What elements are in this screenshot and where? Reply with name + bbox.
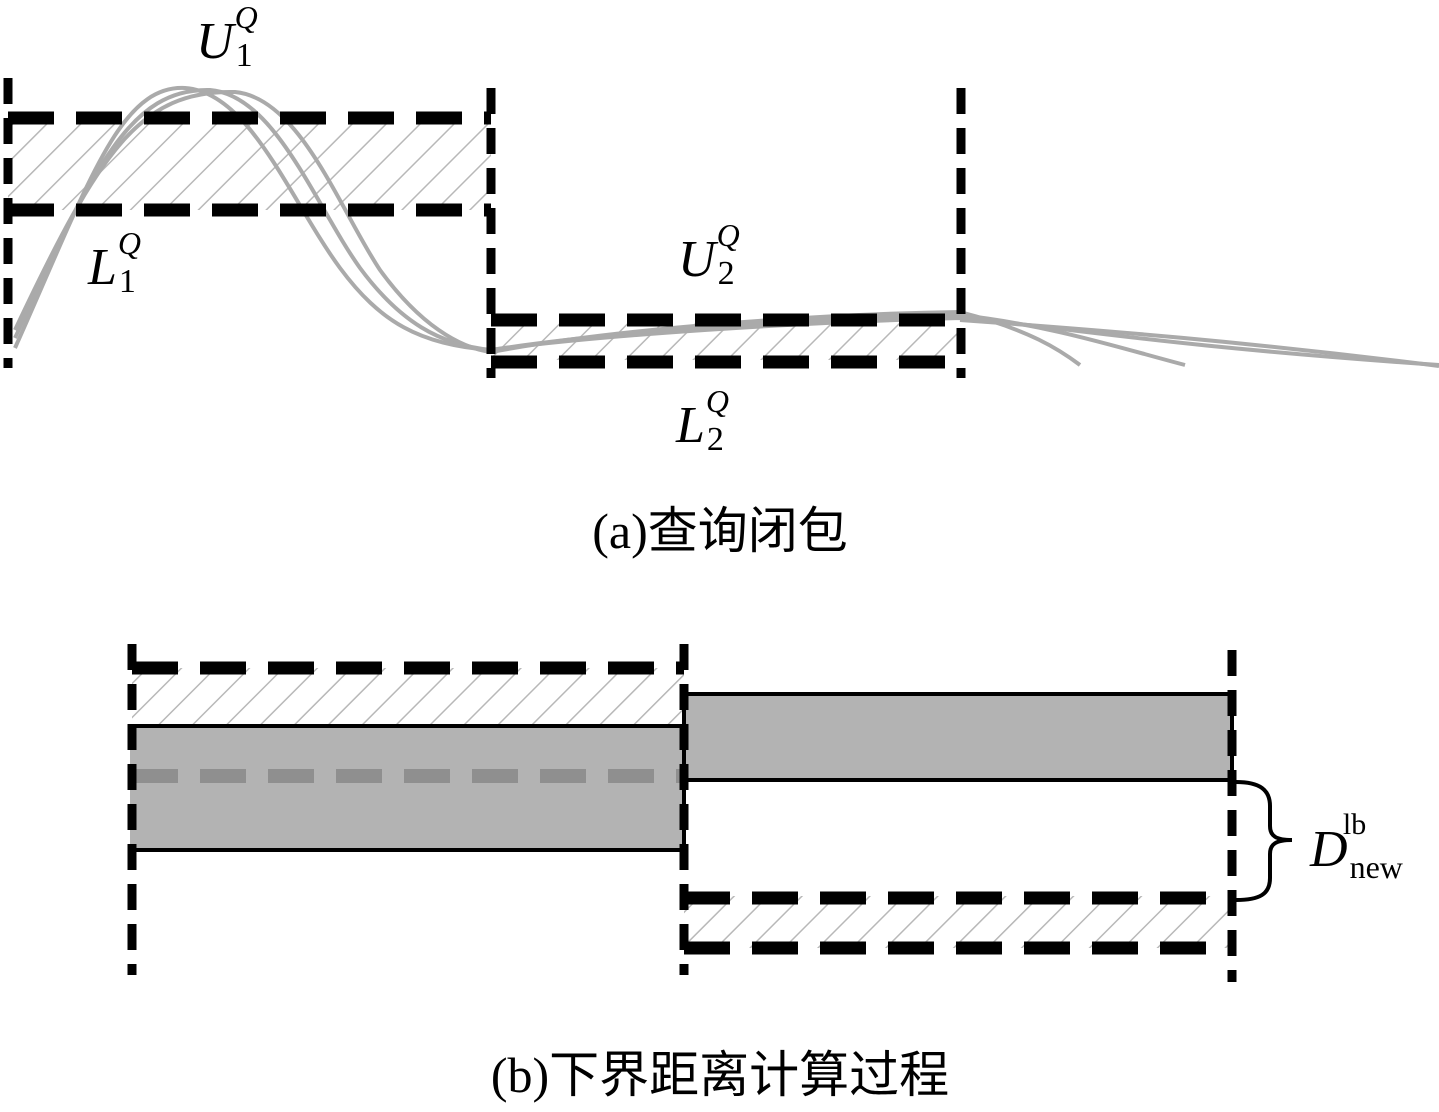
query-envelope-region-2 xyxy=(684,896,1232,948)
label-L2: L2Q xyxy=(675,383,729,458)
caption-b: (b)下界距离计算过程 xyxy=(491,1047,949,1103)
label-D-new-lb: Dnewlb xyxy=(1309,808,1403,885)
candidate-band-2 xyxy=(682,692,1234,782)
envelope-lines xyxy=(8,111,961,369)
label-U2: U2Q xyxy=(678,217,740,292)
label-U1: U1Q xyxy=(196,0,258,74)
envelope-region-1 xyxy=(8,118,491,210)
series-curves xyxy=(13,85,1439,368)
caption-a: (a)查询闭包 xyxy=(592,503,848,559)
segment-boundaries xyxy=(3,78,966,378)
panel-a: U1Q L1Q U2Q L2Q (a)查询闭包 xyxy=(3,0,1439,559)
series-curve-4 xyxy=(959,318,1439,368)
segment-boundaries-b xyxy=(127,644,1237,982)
series-curve-3 xyxy=(13,89,1082,367)
candidate-band-1 xyxy=(130,724,686,852)
query-envelope-lines xyxy=(132,661,1232,955)
panel-b: Dnewlb (b)下界距离计算过程 xyxy=(127,644,1403,1103)
label-L1: L1Q xyxy=(87,225,141,300)
distance-brace xyxy=(1235,780,1293,902)
